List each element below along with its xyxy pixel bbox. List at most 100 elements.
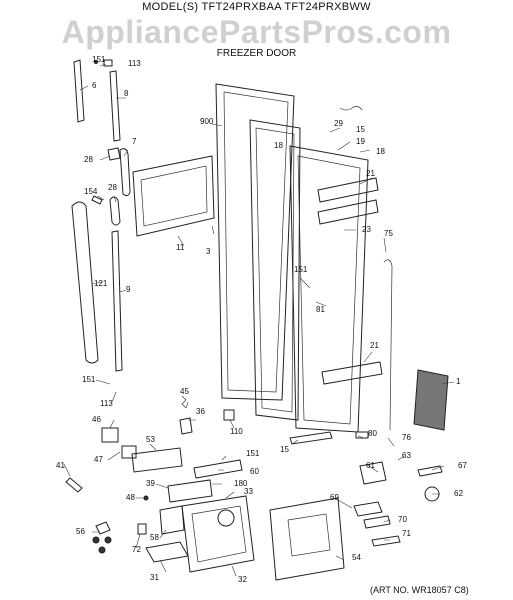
callout-61: 61 — [366, 461, 375, 470]
callout-15: 15 — [280, 445, 289, 454]
callout-41: 41 — [56, 461, 65, 470]
callout-121: 121 — [94, 279, 108, 288]
callout-54: 54 — [352, 553, 361, 562]
callout-70: 70 — [398, 515, 407, 524]
door-liner — [289, 145, 369, 433]
part-71-paddle — [371, 535, 401, 547]
door-liner-inner — [297, 155, 361, 425]
callout-31: 31 — [150, 573, 159, 582]
part-80-clip — [355, 431, 369, 439]
callout-75: 75 — [384, 229, 393, 238]
callout-58: 58 — [150, 533, 159, 542]
callout-21: 21 — [366, 169, 375, 178]
part-6-strip — [73, 59, 85, 123]
model-title: MODEL(S) TFT24PRXBAA TFT24PRXBWW — [142, 1, 371, 13]
part-151-screw — [94, 60, 98, 64]
callout-28: 28 — [84, 155, 93, 164]
callout-7: 7 — [132, 137, 137, 146]
callout-39: 39 — [146, 479, 155, 488]
callout-56: 56 — [76, 527, 85, 536]
callout-180: 180 — [234, 479, 248, 488]
part-56-screws — [95, 521, 111, 535]
callout-36: 36 — [196, 407, 205, 416]
callout-71: 71 — [402, 529, 411, 538]
part-32-dispenser-detail — [191, 505, 247, 563]
callout-28: 28 — [108, 183, 117, 192]
part-21-shelf-low — [321, 361, 383, 385]
callout-154: 154 — [84, 187, 98, 196]
part-9-rail — [111, 230, 123, 372]
part-900-door-edge — [223, 91, 289, 393]
callout-21: 21 — [370, 341, 379, 350]
part-29-wires — [339, 106, 363, 111]
callout-62: 62 — [454, 489, 463, 498]
part-18-gasket-inner — [255, 127, 295, 413]
callout-113: 113 — [128, 59, 141, 68]
callout-67: 67 — [458, 461, 467, 470]
callout-60: 60 — [250, 467, 259, 476]
part-60-bracket — [193, 459, 243, 479]
part-67-arm — [417, 465, 443, 477]
part-1-pad — [413, 369, 449, 431]
part-56-screw-a — [92, 536, 100, 544]
callout-48: 48 — [126, 493, 135, 502]
part-8-rail — [109, 70, 121, 142]
part-21-shelf-top — [317, 177, 379, 203]
art-number: (ART NO. WR18057 C8) — [370, 585, 469, 595]
part-45-spring — [181, 395, 187, 409]
part-61-chute — [359, 461, 387, 485]
part-900-door-panel — [215, 83, 295, 401]
part-69-flap — [353, 501, 383, 517]
callout-46: 46 — [92, 415, 101, 424]
callout-72: 72 — [132, 545, 141, 554]
watermark: AppliancePartsPros.com — [61, 14, 452, 50]
callout-6: 6 — [92, 81, 97, 90]
part-15-bar — [289, 431, 333, 445]
part-54-opening — [287, 513, 331, 557]
part-121-gasket — [71, 201, 99, 364]
part-48-screw — [143, 495, 149, 501]
part-56-screw-c — [98, 546, 106, 554]
part-28-handle — [109, 196, 121, 226]
callout-8: 8 — [124, 89, 129, 98]
callout-11: 11 — [176, 243, 185, 252]
callout-53: 53 — [146, 435, 155, 444]
callout-151: 151 — [246, 449, 260, 458]
callout-69: 69 — [330, 493, 339, 502]
callout-15: 15 — [356, 125, 365, 134]
callout-33: 33 — [244, 487, 253, 496]
part-28-bracket — [107, 147, 121, 161]
part-39-cover — [167, 479, 213, 503]
callout-76: 76 — [402, 433, 411, 442]
callout-63: 63 — [402, 451, 411, 460]
callout-29: 29 — [334, 119, 343, 128]
callout-18: 18 — [376, 147, 385, 156]
callout-151: 151 — [294, 265, 308, 274]
callout-23: 23 — [362, 225, 371, 234]
callout-151: 151 — [82, 375, 96, 384]
part-32-dispenser — [181, 495, 255, 573]
part-18-gasket — [249, 119, 301, 421]
part-70-hinge — [363, 515, 391, 529]
callout-45: 45 — [180, 387, 189, 396]
callout-900: 900 — [200, 117, 214, 126]
callout-1: 1 — [456, 377, 461, 386]
leader-lines — [63, 63, 455, 577]
callout-113: 113 — [100, 399, 113, 408]
part-33-knob — [217, 509, 235, 527]
part-72-clip — [137, 523, 147, 535]
part-31-tray — [145, 541, 189, 563]
callout-32: 32 — [238, 575, 247, 584]
callout-151: 151 — [92, 55, 106, 64]
callout-110: 110 — [230, 427, 243, 436]
part-47-module — [121, 445, 137, 459]
part-36-switch — [179, 417, 193, 435]
part-154-grip — [91, 195, 103, 205]
part-53-plate — [131, 447, 183, 473]
part-11-frame — [132, 155, 215, 237]
part-110-cap — [223, 409, 235, 421]
callout-80: 80 — [368, 429, 377, 438]
part-56-screw-b — [104, 536, 112, 544]
